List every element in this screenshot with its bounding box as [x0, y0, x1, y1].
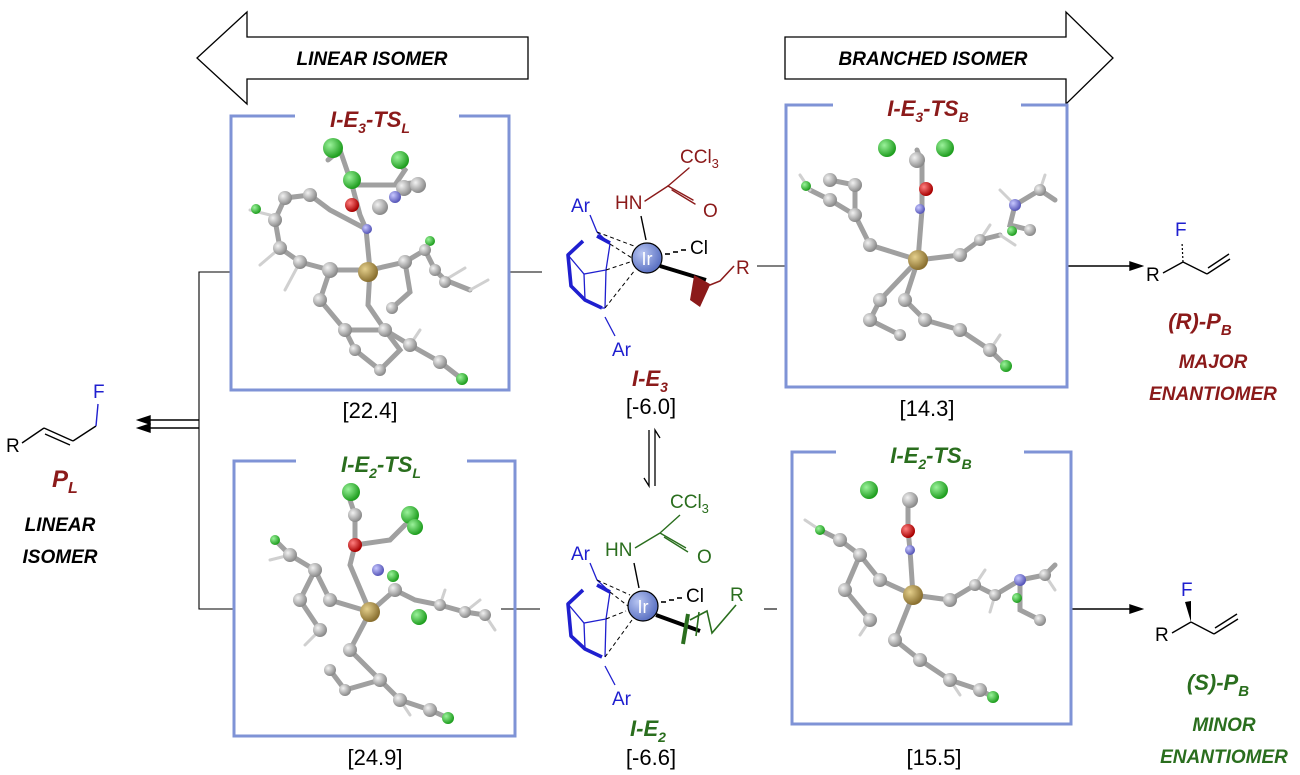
label-rpb: (R)-PB — [1168, 309, 1232, 339]
branched-isomer-arrow: BRANCHED ISOMER — [784, 10, 1114, 106]
product-pl: F R PL LINEAR ISOMER — [6, 382, 105, 568]
atom-f-pl: F — [93, 382, 105, 403]
linear-product-arrows — [135, 415, 199, 433]
box-title-e2-tsb: I-E2-TSB — [890, 443, 972, 472]
atom-f-spb: F — [1181, 580, 1193, 601]
atom-hn-top: HN — [615, 193, 642, 214]
atom-r-pl: R — [6, 436, 20, 457]
structure-ie3: CCl3 HN O Ar Ar — [566, 147, 750, 361]
model-e3-tsb — [798, 139, 1058, 372]
energy-e3-tsl: [22.4] — [342, 398, 397, 423]
atom-ir-top: Ir — [642, 249, 653, 269]
atom-ar-top1: Ar — [571, 196, 591, 217]
atom-f-rpb: F — [1175, 220, 1187, 241]
desc-rpb-line1: MAJOR — [1179, 352, 1248, 373]
product-s-pb: F R (S)-PB MINOR ENANTIOMER — [1155, 580, 1288, 768]
model-e3-tsl — [248, 138, 490, 385]
iridium-atom-bottom — [627, 590, 659, 622]
branched-isomer-arrow-label: BRANCHED ISOMER — [839, 49, 1028, 70]
equilibrium-arrows — [643, 427, 661, 489]
energy-e3-tsb: [14.3] — [899, 396, 954, 421]
connector-lines — [198, 265, 785, 610]
desc-spb-line1: MINOR — [1192, 715, 1256, 736]
atom-ccl3-top: CCl3 — [680, 147, 719, 171]
product-r-pb: F R (R)-PB MAJOR ENANTIOMER — [1146, 220, 1277, 405]
label-ie2: I-E2 — [630, 716, 666, 745]
energy-e2: [-6.6] — [626, 745, 676, 770]
atom-ir-bottom: Ir — [638, 597, 649, 617]
box-title-e2-tsl: I-E2-TSL — [341, 452, 421, 481]
label-spb: (S)-PB — [1187, 670, 1249, 700]
linear-isomer-arrow-label: LINEAR ISOMER — [297, 49, 448, 70]
atom-r-rpb: R — [1146, 265, 1160, 286]
energy-e3: [-6.0] — [626, 394, 676, 419]
atom-ar-top2: Ar — [612, 340, 632, 361]
label-pl: PL — [52, 466, 78, 497]
atom-ccl3-bottom: CCl3 — [670, 492, 709, 516]
atom-r-spb: R — [1155, 625, 1169, 646]
model-e2-tsl — [268, 483, 497, 724]
atom-cl-top: Cl — [690, 238, 708, 259]
box-frames — [229, 103, 1073, 738]
atom-r-bottom: R — [730, 585, 744, 606]
desc-rpb-line2: ENANTIOMER — [1149, 384, 1277, 405]
atom-hn-bottom: HN — [605, 540, 632, 561]
energy-e2-tsb: [15.5] — [906, 745, 961, 770]
energy-e2-tsl: [24.9] — [347, 745, 402, 770]
atom-ar-bottom1: Ar — [571, 544, 591, 565]
model-e2-tsb — [803, 481, 1058, 703]
box-title-e3-tsb: I-E3-TSB — [887, 96, 969, 125]
iridium-atom-top — [631, 242, 663, 274]
atom-o-bottom: O — [697, 547, 712, 568]
atom-cl-bottom: Cl — [686, 586, 704, 607]
desc-spb-line2: ENANTIOMER — [1160, 747, 1288, 768]
branched-product-arrows — [1067, 261, 1145, 614]
desc-pl-line2: ISOMER — [23, 547, 98, 568]
desc-pl-line1: LINEAR — [25, 515, 96, 536]
label-ie3: I-E3 — [632, 366, 668, 395]
atom-o-top: O — [703, 201, 718, 222]
atom-ar-bottom2: Ar — [612, 689, 632, 710]
box-title-e3-tsl: I-E3-TSL — [330, 107, 410, 136]
structure-ie2: CCl3 HN O Ar Ar — [566, 492, 744, 710]
linear-isomer-arrow: LINEAR ISOMER — [196, 10, 529, 106]
atom-r-top: R — [736, 258, 750, 279]
